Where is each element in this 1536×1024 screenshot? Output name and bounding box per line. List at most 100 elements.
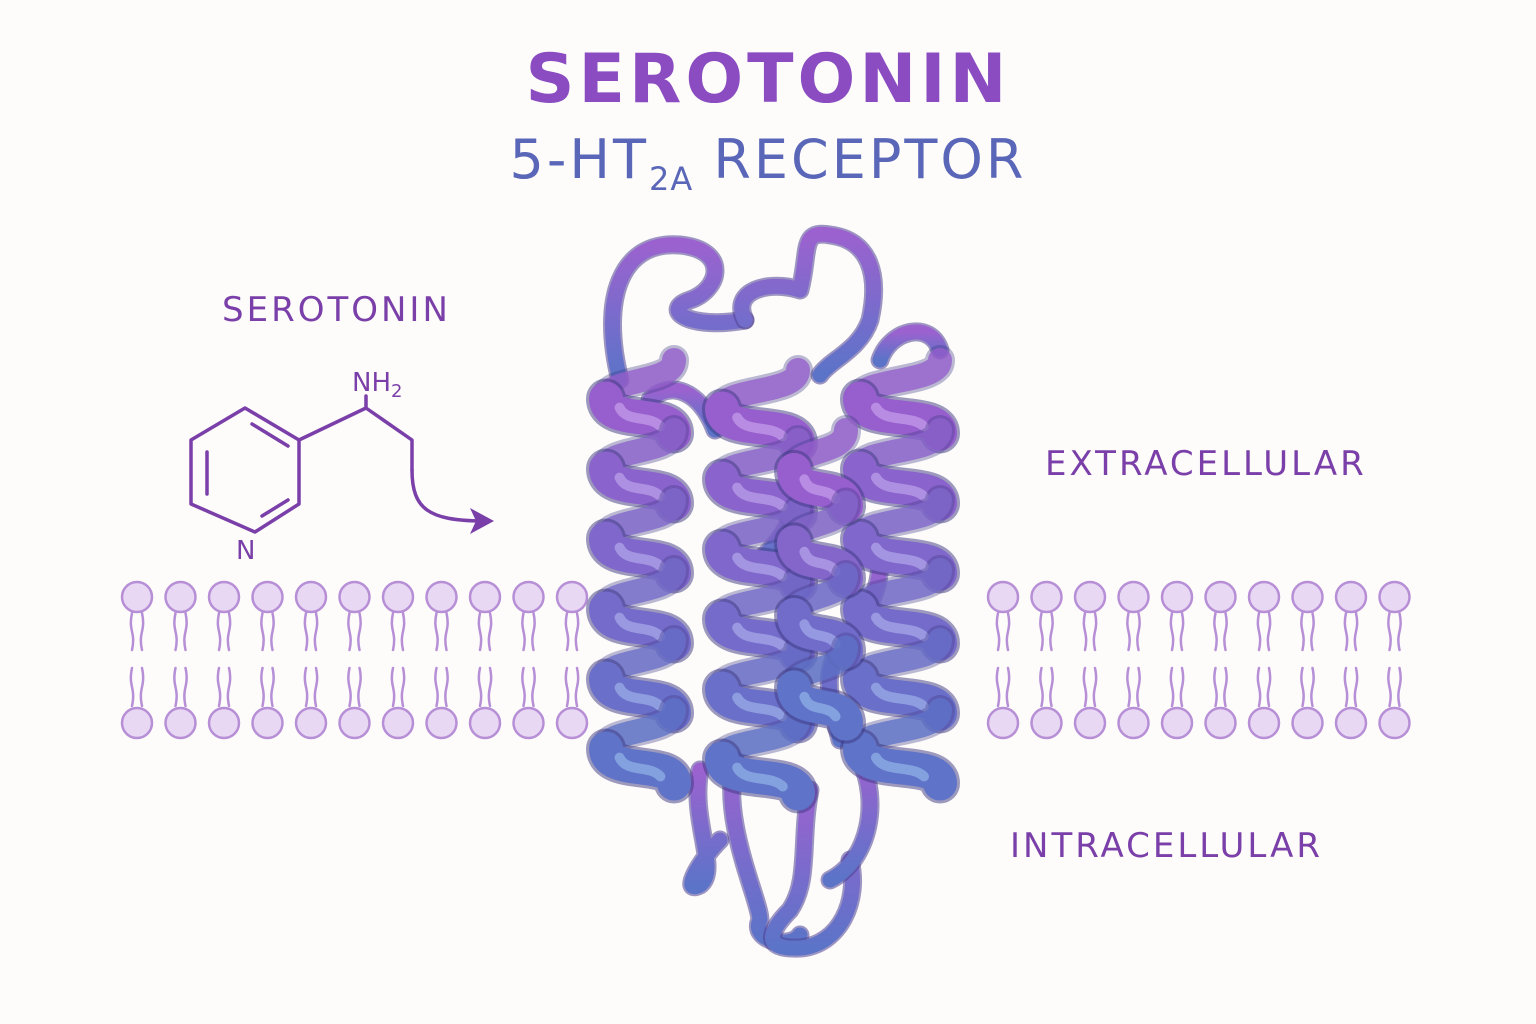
lipid-tail (1397, 611, 1402, 652)
lipid-head (512, 706, 545, 740)
helix-highlight (871, 402, 929, 432)
lipid-tail (1223, 666, 1228, 708)
lipid-head (1117, 706, 1150, 740)
helix-highlight (732, 552, 788, 582)
subtitle-suffix: RECEPTOR (693, 128, 1027, 191)
lipid-tail (1039, 611, 1044, 652)
lipid-tail (1387, 666, 1392, 708)
lipid-head (1247, 580, 1281, 614)
lipid-head (1334, 706, 1368, 740)
page-title: SEROTONIN (525, 40, 1011, 119)
lipid-tail (226, 611, 232, 652)
lipid-tail (1310, 666, 1315, 708)
lipid-tail (1343, 666, 1349, 708)
lipid-tail (574, 666, 580, 708)
lipid-bilayer-left (120, 580, 589, 740)
ring-double-bond (260, 498, 290, 518)
lipid-head (381, 706, 415, 740)
lipid-tail (1049, 611, 1054, 652)
lipid-tail (270, 666, 275, 708)
helix-highlight (614, 612, 666, 642)
lipid-head (1160, 580, 1194, 614)
lipid-tail (173, 666, 178, 708)
ligand-path (410, 468, 482, 523)
lipid-tail (531, 666, 536, 708)
lipid-tail (1005, 666, 1011, 708)
helix-highlight (732, 692, 788, 722)
lipid-tail (477, 611, 483, 652)
lipid-tail (173, 611, 178, 652)
lipid-head (381, 580, 415, 614)
side-chain (297, 406, 414, 472)
lipid-tail (1300, 666, 1305, 708)
lipid-tail (995, 666, 1001, 708)
lipid-tail (1126, 666, 1131, 708)
lipid-tail (1343, 611, 1349, 652)
protein-loop (765, 782, 861, 956)
lipid-head (207, 706, 241, 740)
helix-highlight (799, 474, 841, 504)
lipid-tail (347, 666, 352, 708)
subtitle-prefix: 5-HT (509, 128, 649, 191)
lipid-tail (1005, 611, 1011, 652)
arrow-right-icon (470, 508, 494, 534)
lipid-tail (347, 611, 352, 652)
lipid-tail (313, 611, 319, 652)
helix-highlight (614, 682, 666, 712)
lipid-tail (390, 611, 396, 652)
protein-loop (872, 324, 948, 368)
lipid-tail (1169, 666, 1175, 708)
lipid-tail (564, 666, 570, 708)
lipid-head (555, 580, 589, 614)
extracellular-label: EXTRACELLULAR (1045, 444, 1367, 484)
lipid-head (207, 580, 241, 614)
helix-highlight (871, 682, 929, 712)
lipid-tail (1310, 611, 1315, 652)
lipid-tail (260, 611, 265, 652)
lipid-tail (487, 666, 493, 708)
lipid-tail (1353, 666, 1359, 708)
lipid-tail (487, 611, 493, 652)
lipid-head (338, 580, 371, 614)
lipid-head (294, 706, 328, 740)
helix-highlight (614, 542, 666, 572)
lipid-tail (1179, 611, 1185, 652)
lipid-head (251, 580, 284, 614)
lipid-head (164, 706, 197, 740)
lipid-tail (1126, 611, 1131, 652)
lipid-tail (400, 666, 406, 708)
lipid-tail (1397, 666, 1402, 708)
lipid-tail (1256, 611, 1262, 652)
lipid-tail (1039, 666, 1044, 708)
lipid-tail (129, 666, 135, 708)
lipid-tail (216, 666, 222, 708)
lipid-tail (995, 611, 1001, 652)
helix-highlight (732, 622, 788, 652)
lipid-tail (574, 611, 580, 652)
lipid-tail (260, 666, 265, 708)
protein-loop (734, 226, 882, 383)
lipid-head (512, 580, 545, 614)
helix-1 (586, 345, 694, 804)
lipid-tail (1092, 611, 1098, 652)
lipid-tail (313, 666, 319, 708)
helix-highlight (614, 472, 666, 502)
lipid-tail (139, 611, 145, 652)
lipid-head (1291, 706, 1324, 740)
ring-nitrogen-label: N (236, 536, 256, 566)
lipid-tail (531, 611, 536, 652)
lipid-tail (434, 666, 439, 708)
lipid-tail (1082, 611, 1088, 652)
lipid-head (1378, 580, 1411, 614)
lipid-tail (1082, 666, 1088, 708)
lipid-tail (1213, 666, 1218, 708)
lipid-tail (1136, 666, 1141, 708)
helix-highlight (732, 762, 788, 792)
lipid-tail (129, 611, 135, 652)
lipid-tail (183, 666, 188, 708)
lipid-head (986, 580, 1020, 614)
lipid-tail (303, 666, 309, 708)
helix-highlight (732, 482, 788, 512)
ring-double-bond (250, 422, 290, 448)
lipid-tail (357, 666, 362, 708)
